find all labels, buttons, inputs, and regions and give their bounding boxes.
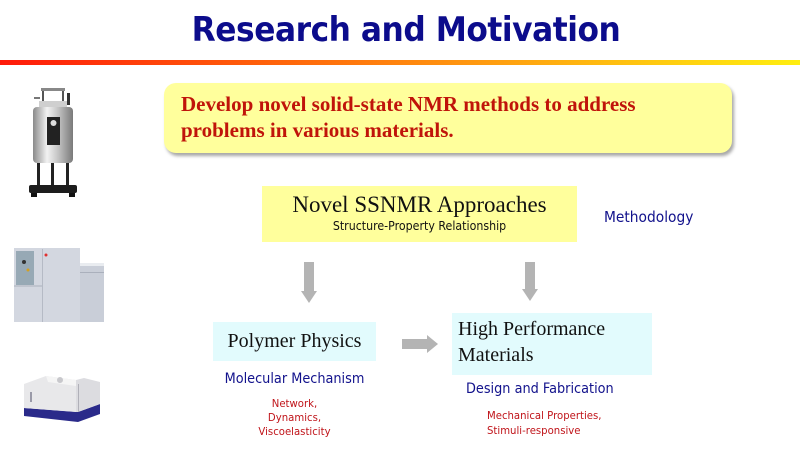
arrow-right-icon	[402, 335, 438, 353]
detail-viscoelasticity: Viscoelasticity	[258, 425, 331, 438]
arrow-down-right-icon	[522, 262, 538, 304]
arrow-down-left-icon	[301, 262, 317, 304]
polymer-physics-details: Network, Dynamics, Viscoelasticity	[220, 397, 370, 439]
detail-dynamics: Dynamics,	[267, 411, 322, 424]
goal-line-1: Develop novel solid-state NMR methods to…	[181, 92, 636, 116]
ssnmr-approaches-box: Novel SSNMR Approaches Structure-Propert…	[262, 186, 577, 242]
benchtop-nmr-image	[18, 368, 104, 424]
detail-stimuli-responsive: Stimuli-responsive	[487, 424, 581, 437]
polymer-physics-box: Polymer Physics	[213, 322, 376, 361]
hp-title-line-2: Materials	[458, 344, 534, 366]
high-performance-materials-box: High Performance Materials	[452, 313, 652, 375]
detail-network: Network,	[271, 397, 318, 410]
ssnmr-approaches-title: Novel SSNMR Approaches	[292, 192, 547, 217]
research-goal-box: Develop novel solid-state NMR methods to…	[164, 83, 732, 153]
nmr-magnet-image	[25, 85, 81, 207]
structure-property-subtitle: Structure-Property Relationship	[332, 219, 507, 233]
hp-title-line-1: High Performance	[458, 318, 606, 340]
goal-line-2: problems in various materials.	[181, 118, 454, 142]
design-fabrication-label: Design and Fabrication	[466, 381, 614, 397]
nmr-console-image	[12, 248, 104, 324]
high-performance-details: Mechanical Properties, Stimuli-responsiv…	[487, 408, 602, 438]
molecular-mechanism-label: Molecular Mechanism	[224, 371, 365, 387]
methodology-label: Methodology	[604, 208, 694, 226]
page-title: Research and Motivation	[191, 10, 621, 50]
title-gradient-divider	[0, 60, 800, 65]
detail-mechanical-properties: Mechanical Properties,	[487, 409, 602, 422]
